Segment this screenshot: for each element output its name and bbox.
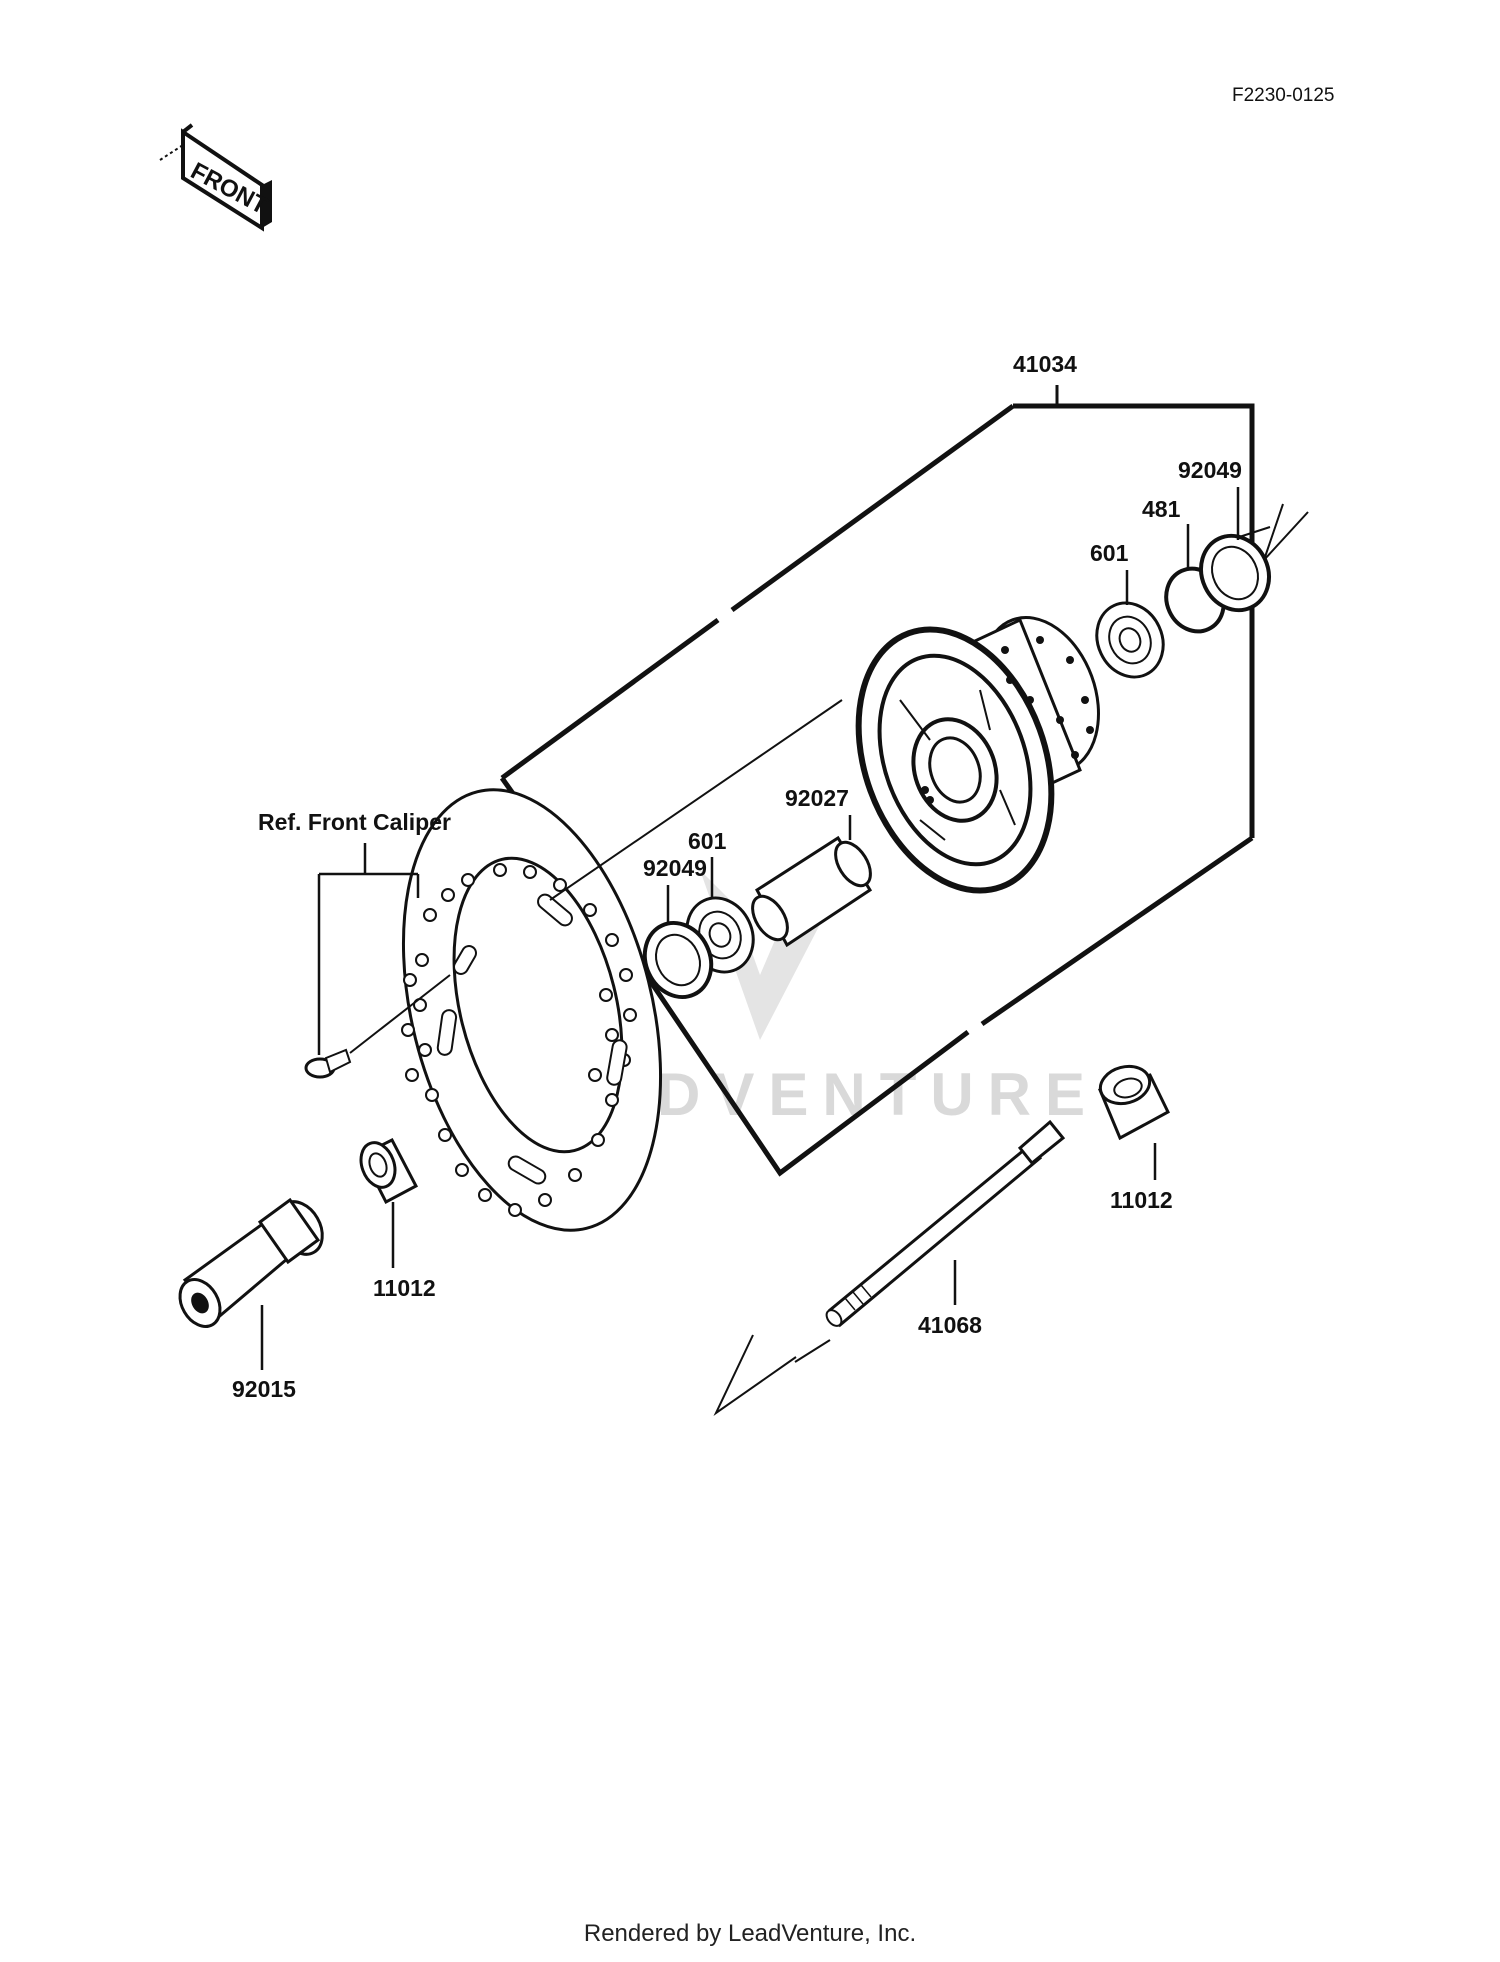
collar-left <box>359 1137 419 1205</box>
part-label-41068: 41068 <box>918 1312 982 1338</box>
ref-bracket <box>317 843 420 1055</box>
leader-lines <box>260 487 1240 1370</box>
collar-right <box>1097 1064 1170 1141</box>
part-label-92049-right: 92049 <box>1178 457 1242 483</box>
diagram-code: F2230-0125 <box>1232 85 1334 106</box>
direction-arrow-icon-lower <box>713 1334 831 1416</box>
footer-credit: Rendered by LeadVenture, Inc. <box>583 1920 917 1947</box>
axle-nut <box>178 1197 324 1328</box>
part-label-601-left: 601 <box>688 828 727 854</box>
part-label-481: 481 <box>1142 496 1181 522</box>
seal-right <box>1199 533 1271 613</box>
part-label-11012-right: 11012 <box>1110 1187 1173 1213</box>
spacer-tube <box>751 835 873 948</box>
bolt-leader-line <box>349 974 451 1054</box>
front-arrow-icon: FRONT <box>159 123 272 232</box>
part-label-11012-left: 11012 <box>373 1275 436 1301</box>
part-label-92015: 92015 <box>232 1376 296 1402</box>
hub-leader-line <box>549 699 843 901</box>
part-label-41034: 41034 <box>1013 351 1077 377</box>
ref-front-caliper-label: Ref. Front Caliper <box>258 809 451 835</box>
brake-disc <box>401 788 663 1232</box>
bearing-right <box>1095 601 1165 679</box>
part-label-92027: 92027 <box>785 785 849 811</box>
seal-left <box>642 921 714 999</box>
part-label-92049-left: 92049 <box>643 855 707 881</box>
part-label-601-right: 601 <box>1090 540 1129 566</box>
caliper-bolt <box>304 1048 352 1079</box>
axle <box>825 1119 1066 1328</box>
wheel-hub <box>855 616 1100 894</box>
